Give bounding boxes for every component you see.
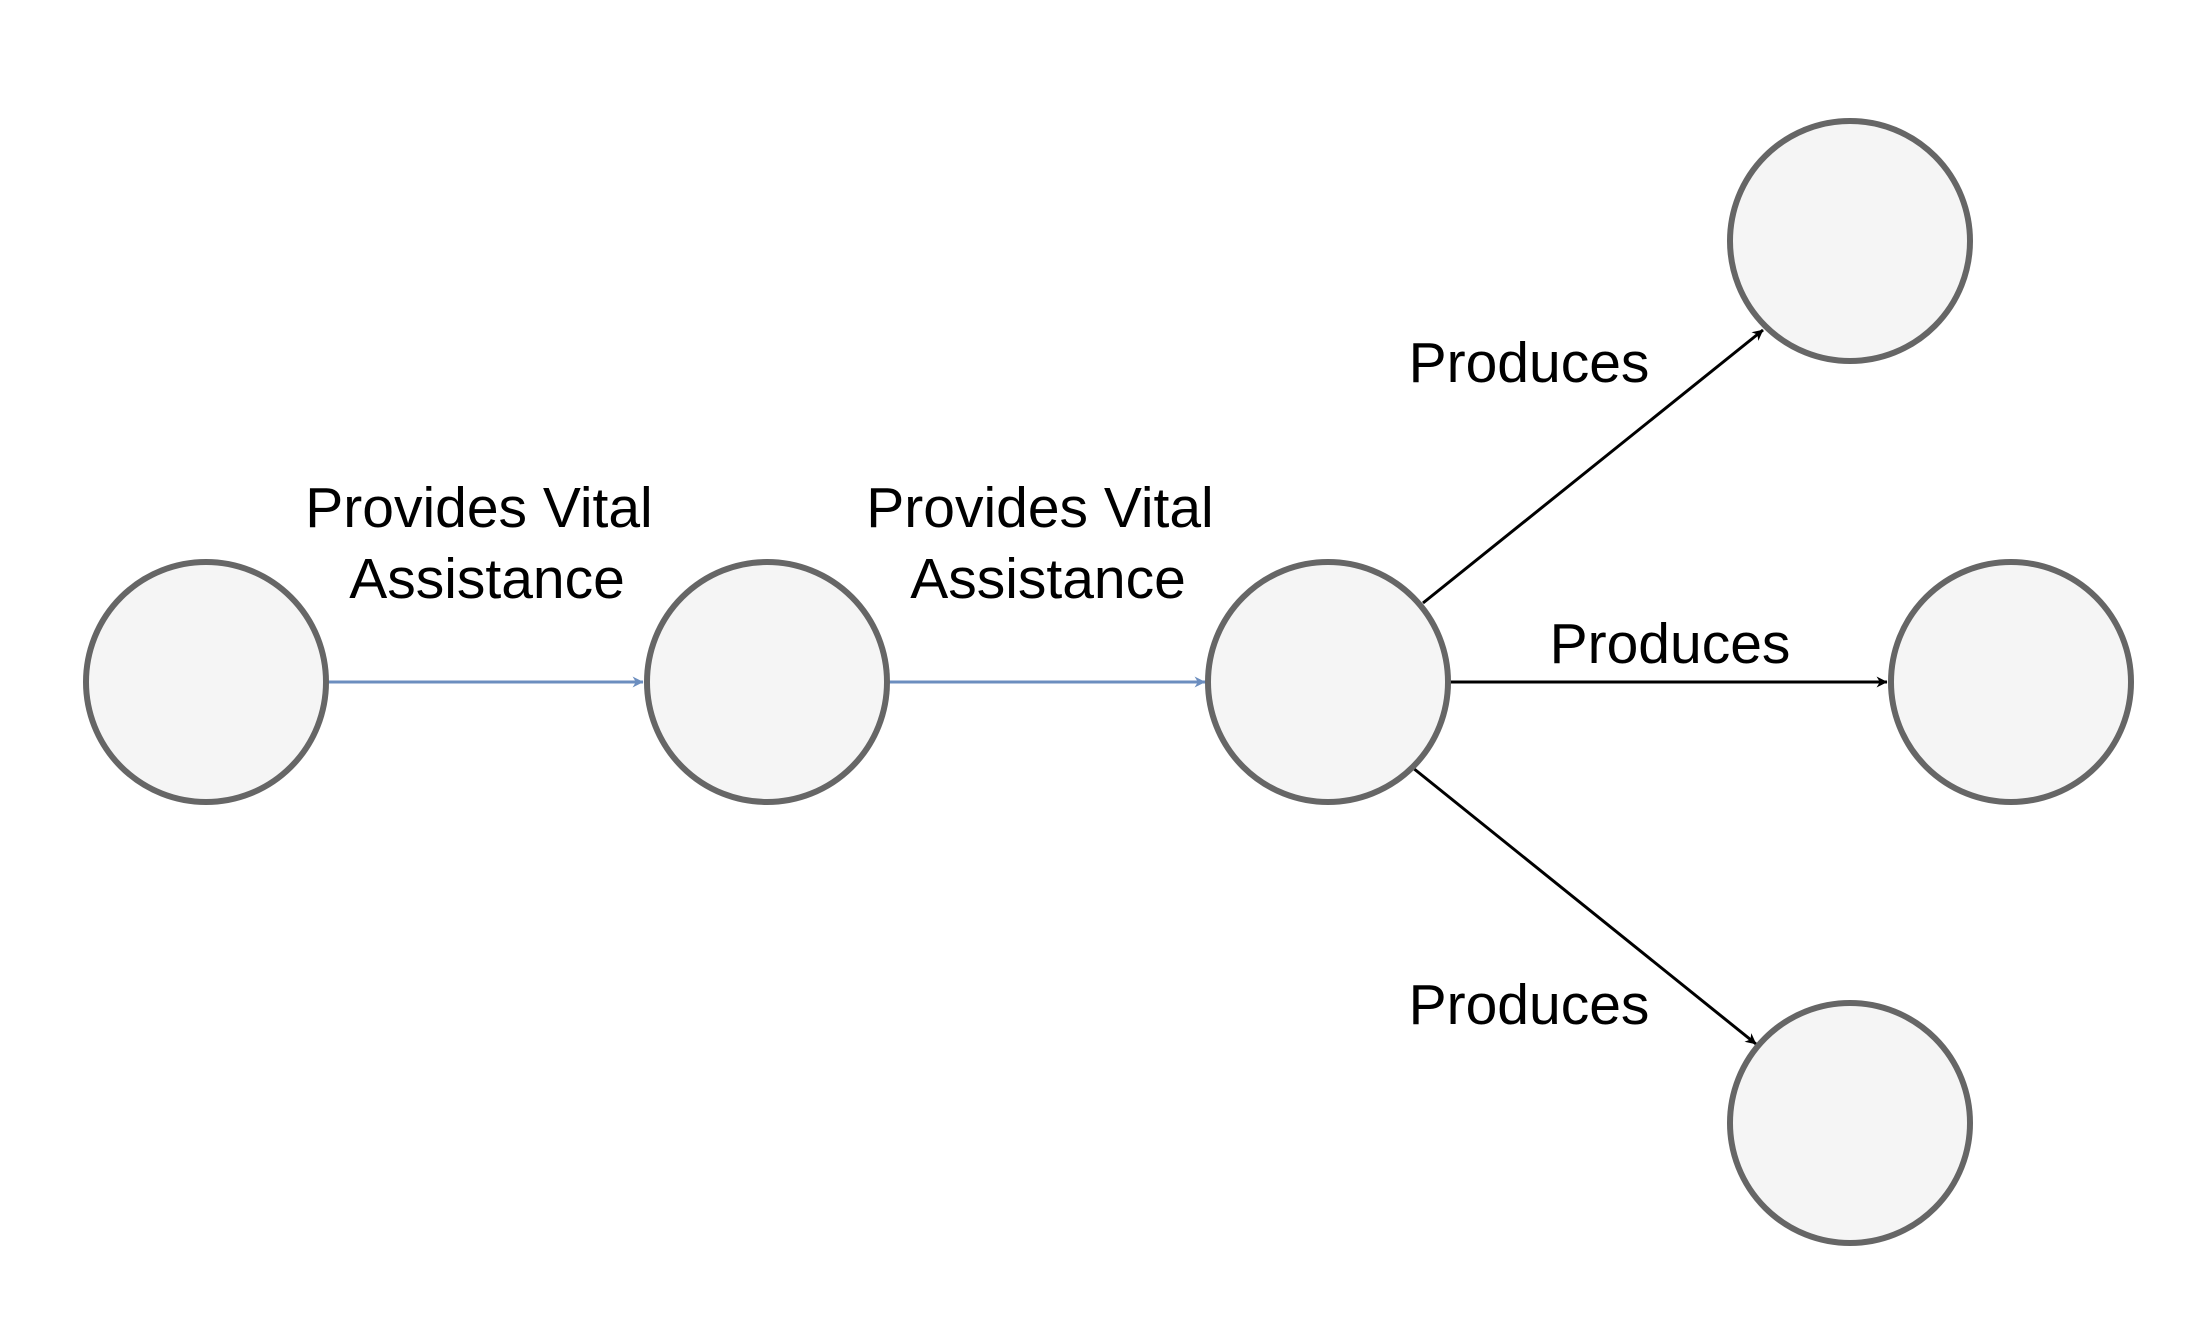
label-assist-1-line1: Provides Vital	[305, 476, 652, 540]
node-3[interactable]	[1205, 559, 1451, 805]
label-assist-2-line2: Assistance	[910, 547, 1186, 611]
label-assist-1-line2: Assistance	[349, 547, 625, 611]
label-assist-2-line1: Provides Vital	[866, 476, 1213, 540]
label-produces-bottom: Produces	[1409, 973, 1650, 1037]
label-produces-top: Produces	[1409, 331, 1650, 395]
edge-produces-bottom[interactable]	[1412, 766, 1757, 1046]
node-1[interactable]	[83, 559, 329, 805]
node-bottom-right[interactable]	[1727, 1000, 1973, 1246]
node-middle-right[interactable]	[1888, 559, 2134, 805]
node-top-right[interactable]	[1727, 118, 1973, 364]
node-2[interactable]	[644, 559, 890, 805]
label-produces-middle: Produces	[1550, 612, 1791, 676]
edge-produces-top[interactable]	[1422, 328, 1764, 605]
